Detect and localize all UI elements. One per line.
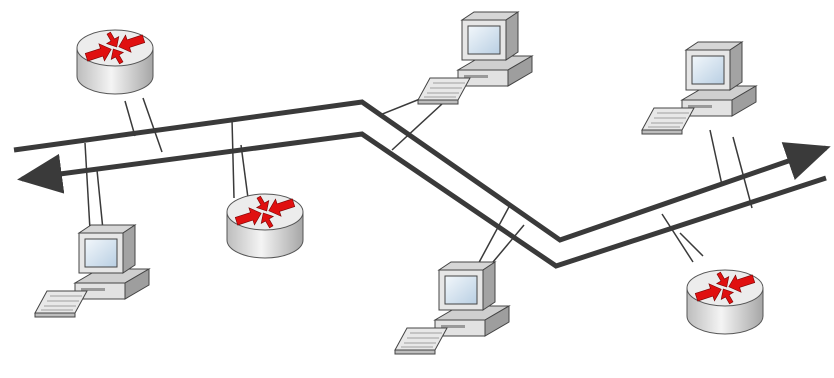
router-icon [686, 269, 764, 335]
desktop-computer-icon [394, 261, 510, 355]
backbone-upper-line [13, 99, 831, 243]
router-icon [226, 193, 304, 259]
desktop-computer-icon [641, 41, 757, 135]
desktop-computer-icon [417, 11, 533, 105]
backbone-lower-line [17, 131, 827, 269]
router-icon [76, 29, 154, 95]
desktop-computer-icon [34, 224, 150, 318]
connection-lines [84, 94, 753, 269]
